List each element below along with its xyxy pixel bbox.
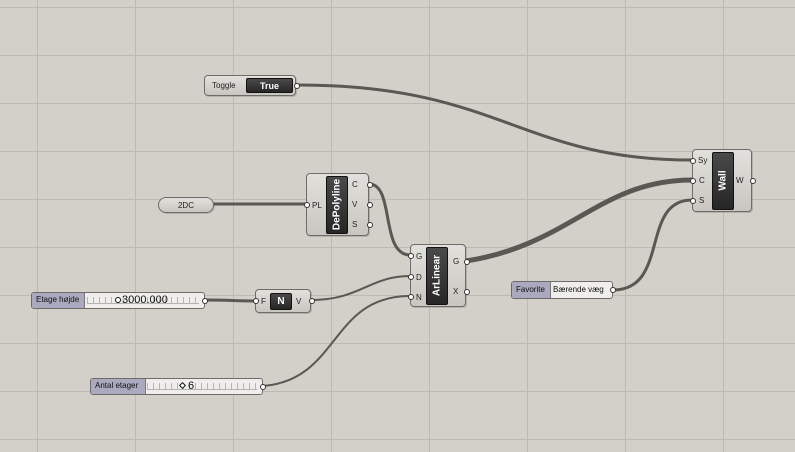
wire-n-v-to-arlinear-d <box>310 275 411 301</box>
toggle-value: True <box>259 81 279 91</box>
toggle-output-port[interactable] <box>294 83 300 89</box>
panel-2dc-text: 2DC <box>177 201 194 210</box>
favorite-output-port[interactable] <box>610 287 616 293</box>
arlinear-output-x-port[interactable] <box>464 289 470 295</box>
wall-output-w: W <box>736 176 744 185</box>
depolyline-name: DePolyline <box>331 178 343 231</box>
arlinear-output-x: X <box>453 287 459 296</box>
arlinear-title-block: ArLinear <box>426 247 448 305</box>
wire-toggle-to-wall-sy <box>296 83 694 162</box>
n-title-block: N <box>270 293 292 310</box>
n-input-port[interactable] <box>253 298 259 304</box>
etage-slider-knob[interactable] <box>115 297 121 303</box>
antal-slider-value: 6 <box>188 380 195 392</box>
wall-input-sy-port[interactable] <box>690 158 696 164</box>
wire-depolyline-c-to-arlinear-g <box>367 182 412 257</box>
arlinear-component[interactable]: G D N ArLinear G X <box>408 244 470 307</box>
n-output-port[interactable] <box>309 298 315 304</box>
boolean-toggle[interactable]: Toggle True <box>204 75 300 96</box>
wire-slider-to-n-f <box>203 298 258 303</box>
wall-input-sy: Sy <box>698 156 708 165</box>
arlinear-output-g-port[interactable] <box>464 259 470 265</box>
etage-slider-value: 3000.000 <box>122 294 168 306</box>
antal-etager-slider[interactable]: Antal etager 6 <box>90 378 266 395</box>
depolyline-output-c: C <box>352 180 358 189</box>
n-input-f: F <box>261 297 266 306</box>
depolyline-component[interactable]: PL DePolyline C V S <box>304 173 373 236</box>
etage-slider-output-port[interactable] <box>202 298 208 304</box>
wall-input-c: C <box>699 176 705 185</box>
favorite-value-list[interactable]: Favorite Bærende væg <box>511 281 616 299</box>
favorite-value[interactable]: Bærende væg <box>553 285 604 294</box>
wall-title-block: Wall <box>712 152 734 210</box>
arlinear-input-d: D <box>416 273 422 282</box>
toggle-label: Toggle <box>212 81 236 90</box>
n-name: N <box>277 296 285 307</box>
arlinear-input-g: G <box>416 252 423 261</box>
wall-component[interactable]: Sy C S Wall W <box>690 149 756 212</box>
etage-slider-label: Etage højde <box>32 293 85 308</box>
panel-2dc[interactable]: 2DC <box>158 197 214 213</box>
wall-name: Wall <box>717 170 729 191</box>
depolyline-output-v-port[interactable] <box>367 202 373 208</box>
depolyline-input-pl: PL <box>312 201 322 210</box>
antal-slider-label: Antal etager <box>91 379 146 394</box>
n-component[interactable]: F N V <box>253 289 315 313</box>
wire-arlinear-g-to-wall-c <box>463 177 695 264</box>
wall-input-s: S <box>699 196 705 205</box>
depolyline-output-v: V <box>352 200 358 209</box>
wall-output-w-port[interactable] <box>750 178 756 184</box>
arlinear-input-n-port[interactable] <box>408 294 414 300</box>
etage-hojde-slider[interactable]: Etage højde 3000.000 <box>31 292 208 309</box>
depolyline-output-c-port[interactable] <box>367 182 373 188</box>
toggle-value-button[interactable]: True <box>246 78 293 93</box>
wire-antal-to-arlinear-n <box>262 295 411 387</box>
wire-favorite-to-wall-s <box>611 198 694 292</box>
depolyline-input-port[interactable] <box>304 202 310 208</box>
n-output-v: V <box>296 297 302 306</box>
depolyline-title-block: DePolyline <box>326 176 348 234</box>
favorite-label: Favorite <box>512 282 551 298</box>
depolyline-output-s: S <box>352 220 358 229</box>
etage-slider-track <box>87 297 199 304</box>
arlinear-input-d-port[interactable] <box>408 274 414 280</box>
arlinear-name: ArLinear <box>431 254 443 297</box>
arlinear-output-g: G <box>453 257 460 266</box>
antal-slider-output-port[interactable] <box>260 384 266 390</box>
antal-slider-track <box>147 383 257 390</box>
depolyline-output-s-port[interactable] <box>367 222 373 228</box>
arlinear-input-g-port[interactable] <box>408 253 414 259</box>
wall-input-c-port[interactable] <box>690 178 696 184</box>
wall-input-s-port[interactable] <box>690 198 696 204</box>
arlinear-input-n: N <box>416 293 422 302</box>
